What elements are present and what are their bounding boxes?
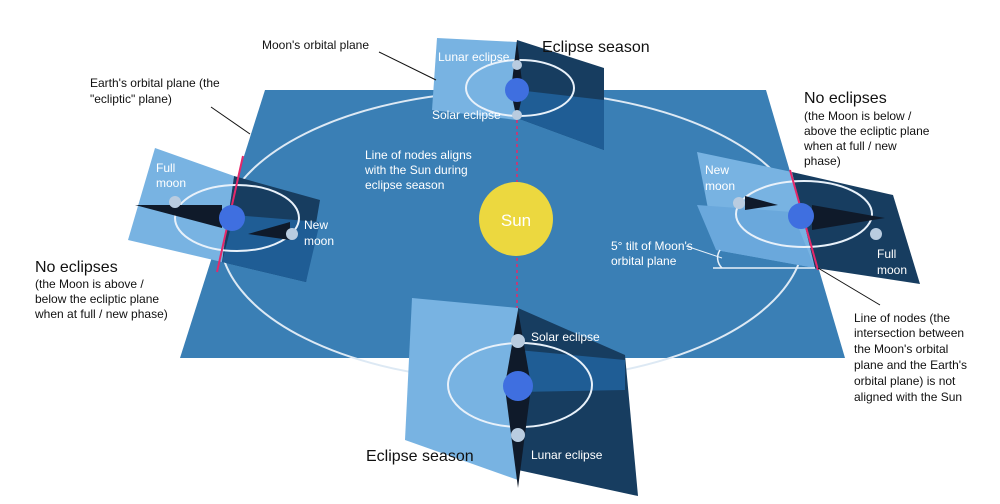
right-full-moon-label-2: moon: [877, 263, 907, 277]
left-full-moon-label-2: moon: [156, 176, 186, 190]
nodes-note-line-2: intersection between: [854, 326, 964, 340]
moons-orbital-plane-label: Moon's orbital plane: [262, 38, 369, 52]
left-earth: [219, 205, 245, 231]
left-full-moon-label-1: Full: [156, 161, 175, 175]
right-full-moon: [870, 228, 882, 240]
bottom-lunar-eclipse-label: Lunar eclipse: [531, 448, 603, 462]
right-no-eclipses-line-1: (the Moon is below /: [804, 109, 912, 123]
tilt-label-1: 5° tilt of Moon's: [611, 239, 693, 253]
nodes-note-line-1: Line of nodes (the: [854, 311, 950, 325]
nodes-note-line-5: orbital plane) is not: [854, 374, 956, 388]
earths-orbital-plane-label-1: Earth's orbital plane (the: [90, 76, 220, 90]
earths-orbital-plane-label-2: "ecliptic" plane): [90, 92, 172, 106]
left-no-eclipses-heading: No eclipses: [35, 259, 118, 276]
nodes-note-line-4: plane and the Earth's: [854, 358, 967, 372]
bottom-moon-lunar: [511, 428, 525, 442]
right-no-eclipses-line-3: when at full / new: [803, 139, 897, 153]
left-no-eclipses-line-2: below the ecliptic plane: [35, 292, 159, 306]
top-lunar-eclipse-label: Lunar eclipse: [438, 50, 510, 64]
bottom-solar-eclipse-label: Solar eclipse: [531, 330, 600, 344]
top-eclipse-season-title: Eclipse season: [542, 39, 650, 56]
line-nodes-note-2: with the Sun during: [364, 163, 468, 177]
right-full-moon-label-1: Full: [877, 247, 896, 261]
sun-label: Sun: [501, 211, 531, 230]
bottom-earth: [503, 371, 533, 401]
right-new-moon-label-2: moon: [705, 179, 735, 193]
right-new-moon-label-1: New: [705, 163, 729, 177]
right-no-eclipses-line-2: above the ecliptic plane: [804, 124, 930, 138]
left-new-moon-label-1: New: [304, 218, 328, 232]
moons-orbital-plane-pointer: [379, 52, 436, 80]
earths-orbital-plane-pointer: [211, 107, 250, 134]
line-nodes-note-1: Line of nodes aligns: [365, 148, 472, 162]
bottom-moon-solar: [511, 334, 525, 348]
nodes-note-line-3: the Moon's orbital: [854, 342, 948, 356]
bottom-eclipse-season-title: Eclipse season: [366, 448, 474, 465]
right-no-eclipses-line-4: phase): [804, 154, 841, 168]
nodes-note-line-6: aligned with the Sun: [854, 390, 962, 404]
right-new-moon: [733, 197, 745, 209]
top-moon-lunar: [512, 60, 522, 70]
line-nodes-note-3: eclipse season: [365, 178, 444, 192]
right-earth: [788, 203, 814, 229]
top-solar-eclipse-label: Solar eclipse: [432, 108, 501, 122]
left-full-moon: [169, 196, 181, 208]
top-earth: [505, 78, 529, 102]
left-new-moon-label-2: moon: [304, 234, 334, 248]
tilt-label-2: orbital plane: [611, 254, 677, 268]
left-no-eclipses-line-3: when at full / new phase): [34, 307, 168, 321]
right-no-eclipses-heading: No eclipses: [804, 90, 887, 107]
left-no-eclipses-line-1: (the Moon is above /: [35, 277, 144, 291]
left-new-moon: [286, 228, 298, 240]
top-moon-solar: [512, 110, 522, 120]
